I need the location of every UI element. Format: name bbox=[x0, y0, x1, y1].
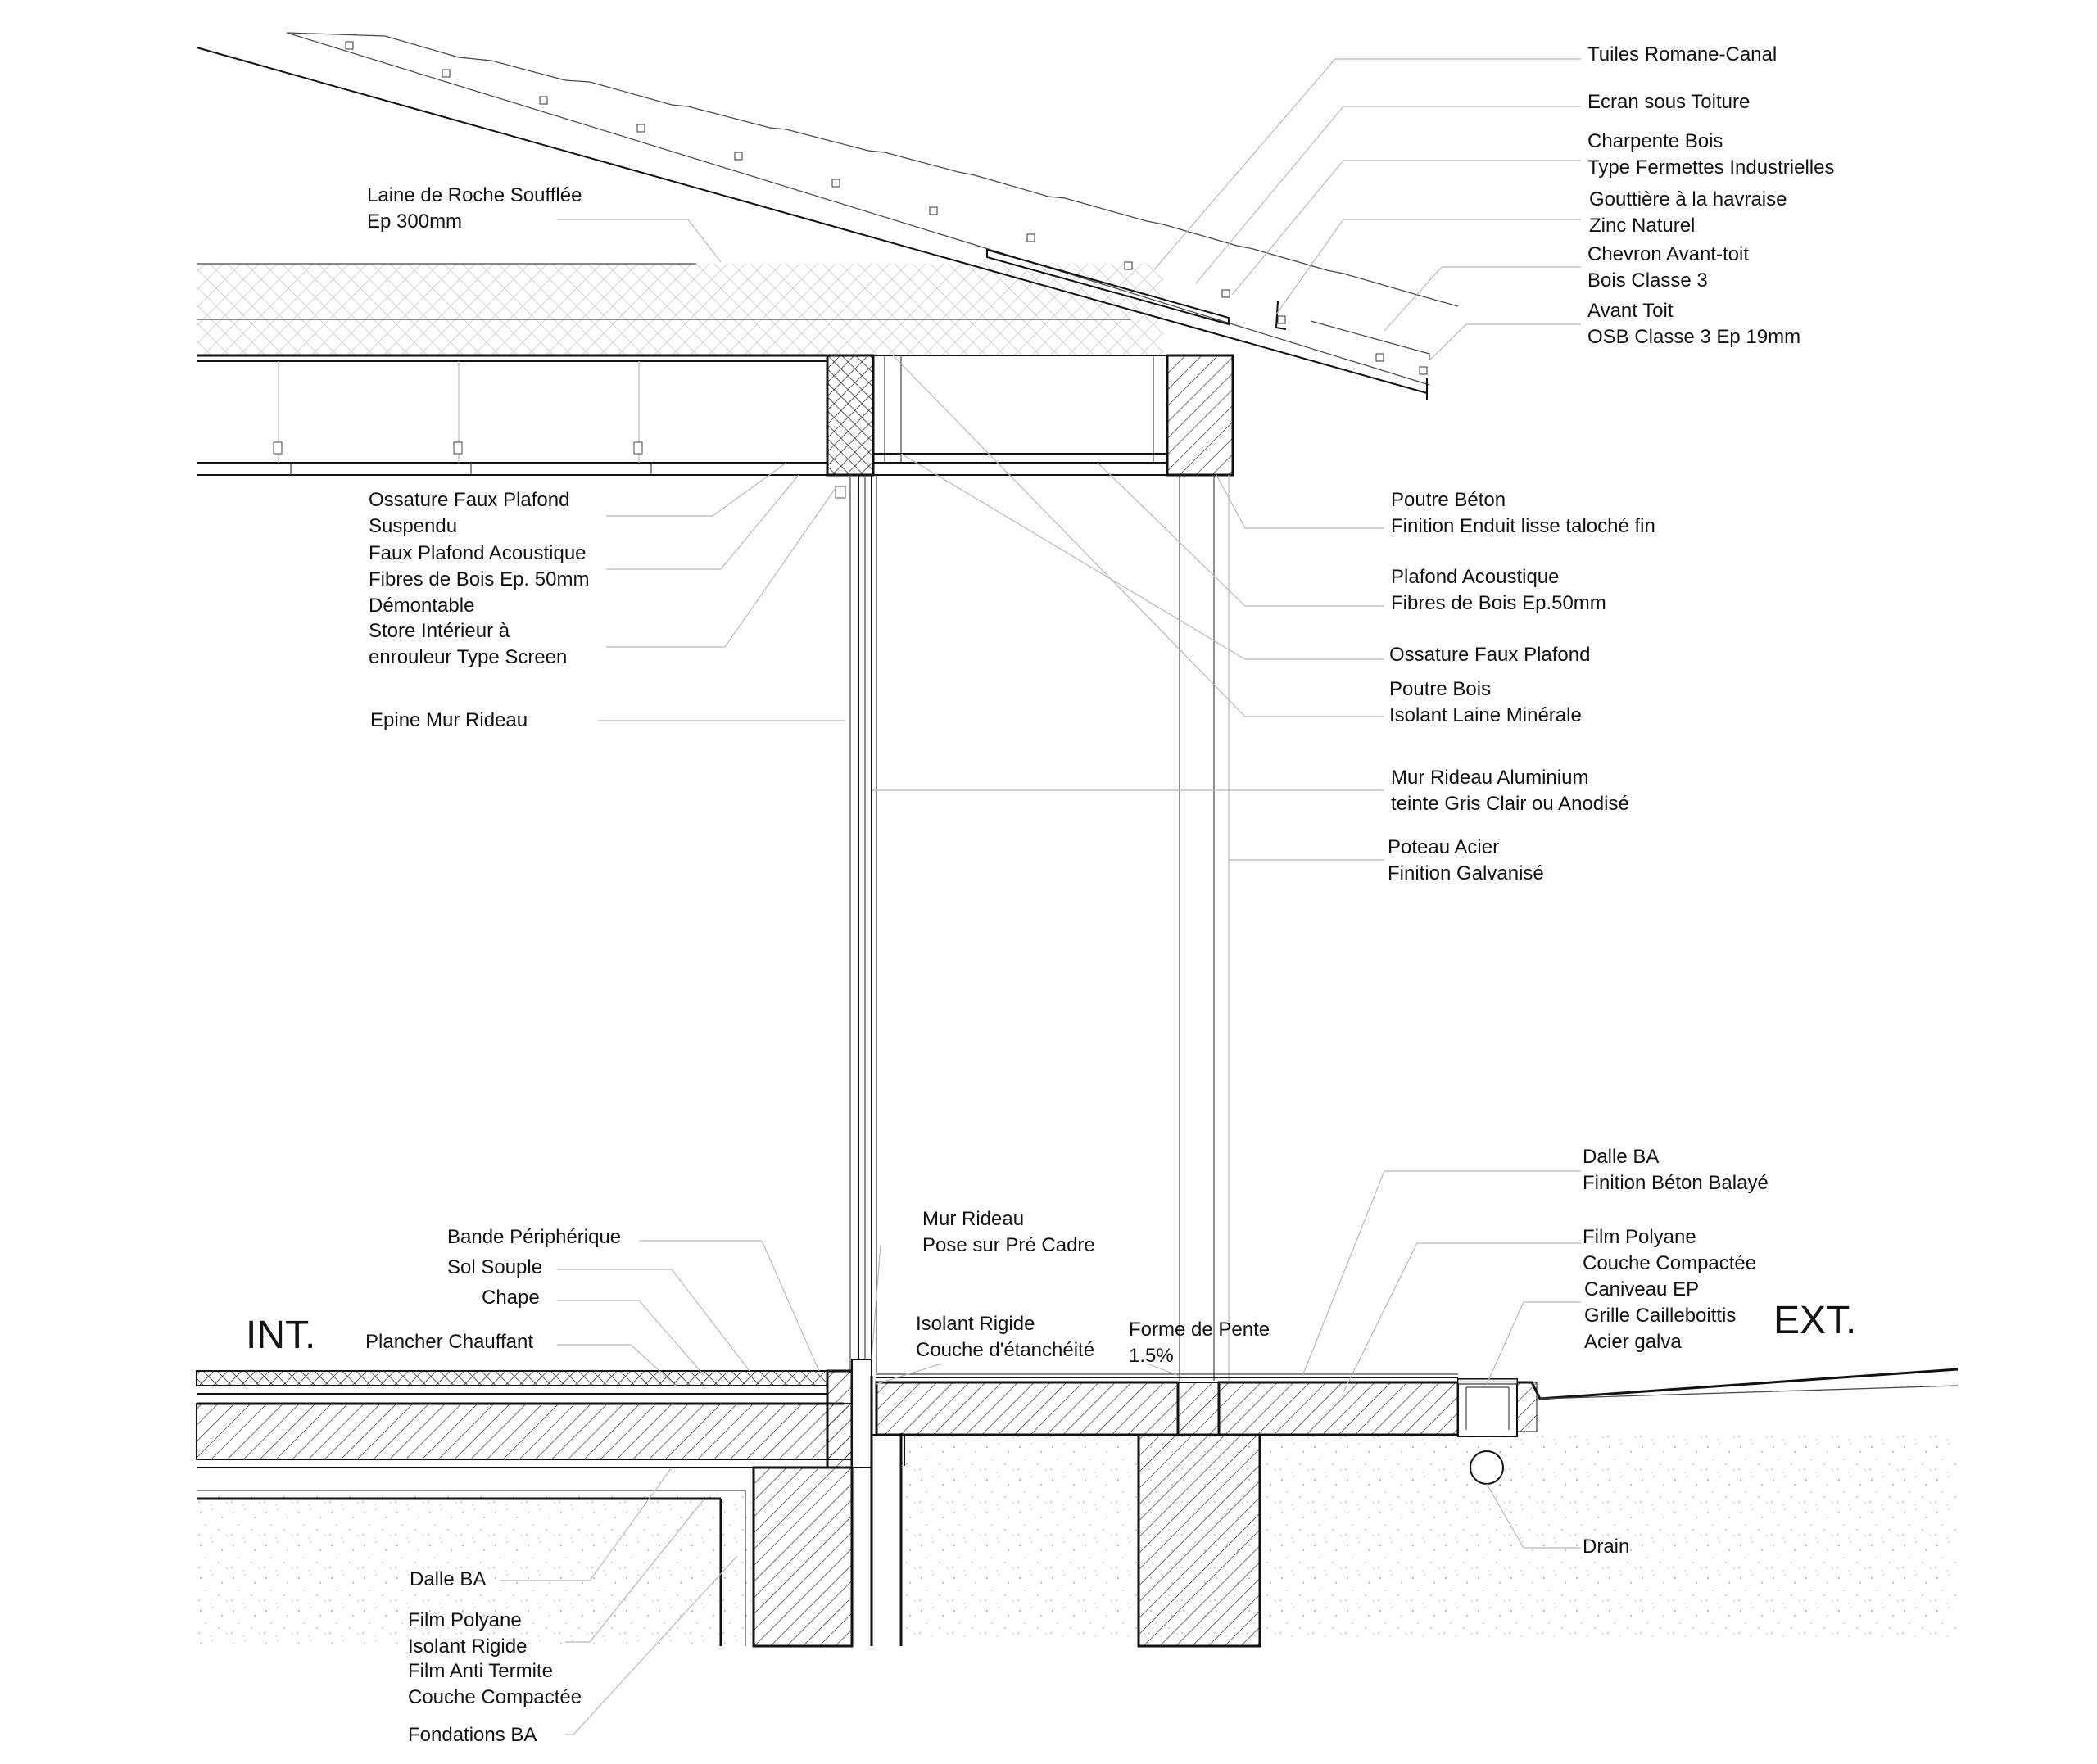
label-poteau-2: Finition Galvanisé bbox=[1388, 862, 1544, 884]
compacted-soil-exterior bbox=[901, 1435, 1958, 1638]
label-mur-rideau-alu-2: teinte Gris Clair ou Anodisé bbox=[1391, 793, 1629, 815]
label-isolant-rig-2: Couche d'étanchéité bbox=[916, 1339, 1094, 1361]
curtain-wall-pre-frame bbox=[826, 1369, 854, 1469]
eave-osb-board bbox=[986, 248, 1230, 326]
label-faux-plafond-2: Fibres de Bois Ep. 50mm bbox=[369, 568, 589, 590]
suspended-ceiling-hangers bbox=[273, 441, 652, 475]
interior-slab bbox=[196, 1403, 853, 1460]
label-plafond-ac-1: Plafond Acoustique bbox=[1391, 566, 1560, 588]
label-laine-1: Laine de Roche Soufflée bbox=[367, 184, 582, 206]
exterior-footing bbox=[1137, 1433, 1261, 1648]
label-caniveau-1: Caniveau EP bbox=[1584, 1278, 1699, 1300]
label-charpente-2: Type Fermettes Industrielles bbox=[1587, 156, 1834, 179]
label-mur-rideau-pose-2: Pose sur Pré Cadre bbox=[922, 1234, 1095, 1256]
label-bande: Bande Périphérique bbox=[447, 1226, 621, 1248]
roof-tiles bbox=[286, 32, 1459, 375]
label-poutre-bois-2: Isolant Laine Minérale bbox=[1389, 704, 1582, 726]
label-ossature-fp-2: Suspendu bbox=[369, 515, 457, 537]
label-chevron-2: Bois Classe 3 bbox=[1587, 269, 1708, 292]
label-forme-pente-2: 1.5% bbox=[1129, 1345, 1174, 1367]
exterior-ground-slope bbox=[1517, 1368, 1959, 1400]
label-faux-plafond-1: Faux Plafond Acoustique bbox=[369, 542, 587, 564]
label-avant-toit-2: OSB Classe 3 Ep 19mm bbox=[1587, 326, 1800, 348]
label-tuiles: Tuiles Romane-Canal bbox=[1587, 43, 1777, 66]
label-plancher: Plancher Chauffant bbox=[365, 1331, 533, 1353]
leader-lines bbox=[500, 58, 1581, 1735]
label-faux-plafond-3: Démontable bbox=[369, 595, 474, 617]
label-poutre-beton-2: Finition Enduit lisse taloché fin bbox=[1391, 515, 1655, 537]
label-chape: Chape bbox=[482, 1287, 540, 1309]
label-ossature-ext: Ossature Faux Plafond bbox=[1389, 644, 1590, 666]
label-store-1: Store Intérieur à bbox=[369, 620, 510, 642]
label-plafond-ac-2: Fibres de Bois Ep.50mm bbox=[1391, 592, 1606, 614]
label-isolant-rig-1: Isolant Rigide bbox=[916, 1313, 1035, 1335]
floor-assembly bbox=[196, 1359, 1959, 1648]
floor-finish-layers bbox=[196, 1370, 828, 1386]
label-film-ext-2: Couche Compactée bbox=[1583, 1252, 1756, 1274]
foundation-wall bbox=[752, 1466, 854, 1648]
label-store-2: enrouleur Type Screen bbox=[369, 646, 567, 668]
label-chevron-1: Chevron Avant-toit bbox=[1587, 243, 1749, 265]
label-sol: Sol Souple bbox=[447, 1256, 542, 1278]
label-ext: EXT. bbox=[1773, 1299, 1856, 1342]
zinc-gutter bbox=[1275, 301, 1287, 330]
compacted-soil-interior bbox=[197, 1495, 754, 1646]
concrete-beam bbox=[1166, 354, 1234, 477]
drainage-channel bbox=[1457, 1378, 1518, 1437]
label-film-int-4: Couche Compactée bbox=[408, 1686, 582, 1708]
label-film-ext-1: Film Polyane bbox=[1583, 1226, 1696, 1248]
exterior-slab bbox=[875, 1381, 1180, 1436]
label-fondations: Fondations BA bbox=[408, 1724, 537, 1746]
label-ossature-fp-1: Ossature Faux Plafond bbox=[369, 489, 569, 511]
label-film-int-2: Isolant Rigide bbox=[408, 1635, 527, 1658]
label-avant-toit-1: Avant Toit bbox=[1587, 300, 1674, 322]
label-mur-rideau-alu-1: Mur Rideau Aluminium bbox=[1391, 767, 1588, 789]
label-charpente-1: Charpente Bois bbox=[1587, 130, 1723, 152]
label-film-int-3: Film Anti Termite bbox=[408, 1660, 553, 1682]
label-mur-rideau-pose-1: Mur Rideau bbox=[922, 1208, 1024, 1230]
roof-rafter-line bbox=[196, 47, 1428, 394]
drain-pipe bbox=[1470, 1450, 1504, 1485]
label-gouttiere-2: Zinc Naturel bbox=[1589, 215, 1695, 237]
label-caniveau-2: Grille Cailleboittis bbox=[1584, 1305, 1736, 1327]
label-caniveau-3: Acier galva bbox=[1584, 1331, 1682, 1353]
timber-beam bbox=[826, 354, 875, 477]
roof-assembly bbox=[196, 32, 1459, 477]
label-gouttiere-1: Gouttière à la havraise bbox=[1589, 188, 1787, 210]
label-drain: Drain bbox=[1583, 1536, 1629, 1558]
blown-rock-wool-insulation bbox=[197, 264, 1163, 355]
label-poteau-1: Poteau Acier bbox=[1388, 836, 1499, 858]
label-poutre-bois-1: Poutre Bois bbox=[1389, 678, 1491, 700]
label-dalle-int: Dalle BA bbox=[410, 1568, 486, 1590]
label-ecran: Ecran sous Toiture bbox=[1587, 91, 1750, 113]
annotation-labels: Tuiles Romane-Canal Ecran sous Toiture C… bbox=[246, 43, 1856, 1746]
label-forme-pente-1: Forme de Pente bbox=[1129, 1318, 1270, 1341]
label-dalle-ext-1: Dalle BA bbox=[1583, 1146, 1659, 1168]
label-int: INT. bbox=[246, 1314, 315, 1357]
exterior-slab-right bbox=[1217, 1381, 1460, 1436]
label-dalle-ext-2: Finition Béton Balayé bbox=[1583, 1172, 1769, 1194]
label-laine-2: Ep 300mm bbox=[367, 210, 462, 233]
label-epine: Epine Mur Rideau bbox=[370, 709, 528, 731]
curtain-wall bbox=[835, 475, 1230, 1381]
label-poutre-beton-1: Poutre Béton bbox=[1391, 489, 1506, 511]
label-film-int-1: Film Polyane bbox=[408, 1609, 522, 1631]
